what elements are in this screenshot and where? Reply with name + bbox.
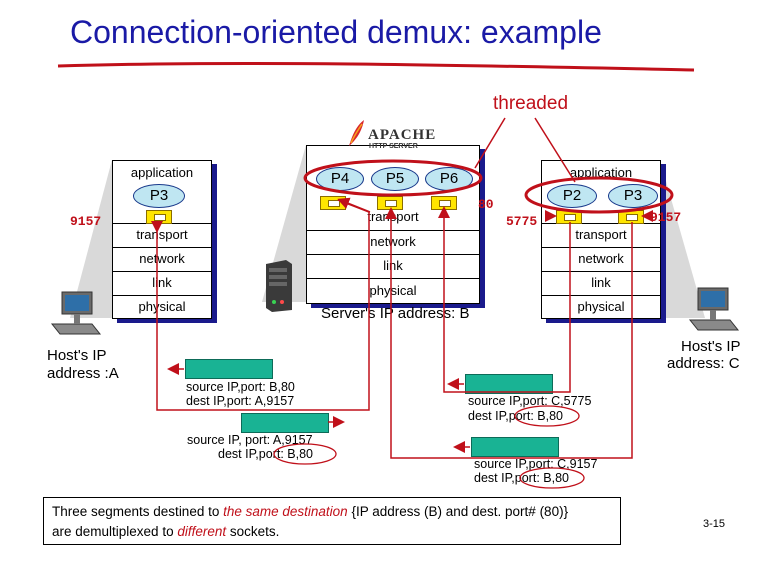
layer-physical: physical — [307, 278, 479, 303]
layer-physical: physical — [113, 295, 211, 318]
host-a-caption-line2: address :A — [47, 365, 119, 382]
slide-title: Connection-oriented demux: example — [70, 14, 602, 50]
apache-logo-text: APACHE — [368, 127, 437, 143]
host-a-socket — [146, 210, 172, 224]
server-socket-p4 — [320, 196, 346, 210]
layer-network: network — [113, 247, 211, 270]
segment-3-line2: dest IP,port: B,80 — [468, 409, 563, 423]
layer-application: application — [130, 165, 194, 180]
layer-application: application — [569, 165, 633, 180]
segment-1-line1: source IP,port: B,80 — [186, 380, 295, 394]
host-c-port-left: 5775 — [506, 214, 538, 229]
segment-2-line1: source IP, port: A,9157 — [187, 433, 313, 447]
segment-3-dest-prefix: dest IP, — [468, 409, 509, 423]
layer-network: network — [307, 230, 479, 253]
segment-1-line2: dest IP,port: A,9157 — [186, 394, 295, 408]
summary-note: Three segments destined to the same dest… — [43, 497, 621, 545]
layer-transport: transport — [113, 223, 211, 246]
layer-link: link — [113, 271, 211, 294]
host-c-caption-line1: Host's IP — [681, 338, 741, 355]
host-c-port-right: 9157 — [650, 210, 682, 225]
note-part5: different — [177, 524, 227, 539]
note-part2: the same destination — [223, 504, 348, 519]
segment-4-dest-port: port: B,80 — [514, 471, 569, 485]
host-c-caption-line2: address: C — [667, 355, 740, 372]
host-c-socket-9157 — [618, 210, 644, 224]
segment-3-line1: source IP,port: C,5775 — [468, 394, 592, 408]
computer-a-icon — [50, 291, 102, 335]
host-c-stack: application transport network link physi… — [541, 160, 661, 319]
segment-4-line2: dest IP,port: B,80 — [474, 471, 569, 485]
layer-link: link — [542, 271, 660, 294]
layer-network: network — [542, 247, 660, 270]
note-part6: sockets. — [226, 524, 280, 539]
segment-2-dest-prefix: dest IP, — [218, 447, 259, 461]
computer-c-icon — [688, 287, 740, 331]
segment-1-box — [185, 359, 273, 379]
note-part3: {IP address (B) and dest. port# (80)} — [347, 504, 569, 519]
note-part1: Three segments destined to — [52, 504, 224, 519]
server-icon — [266, 260, 292, 312]
host-a-caption-line1: Host's IP — [47, 347, 107, 364]
server-socket-p6 — [431, 196, 457, 210]
threaded-label: threaded — [493, 93, 569, 114]
segment-4-line1: source IP,port: C,9157 — [474, 457, 598, 471]
note-part4: are demultiplexed to — [52, 524, 178, 539]
server-process-p5: P5 — [371, 167, 419, 191]
server-process-p6: P6 — [425, 167, 473, 191]
layer-physical: physical — [542, 295, 660, 318]
host-a-process: P3 — [133, 184, 185, 208]
segment-4-dest-prefix: dest IP, — [474, 471, 515, 485]
apache-logo-subtext: HTTP SERVER — [369, 143, 418, 150]
apache-feather-icon — [349, 120, 364, 146]
segment-4-box — [471, 437, 559, 457]
slide-number: 3-15 — [703, 518, 726, 530]
server-port: 80 — [478, 197, 494, 212]
segment-2-box — [241, 413, 329, 433]
layer-link: link — [307, 254, 479, 277]
server-socket-p5 — [377, 196, 403, 210]
segment-2-line2: dest IP,port: B,80 — [218, 447, 313, 461]
server-process-p4: P4 — [316, 167, 364, 191]
segment-3-box — [465, 374, 553, 394]
segment-3-dest-port: port: B,80 — [508, 409, 563, 423]
host-c-process-p3: P3 — [608, 184, 658, 208]
server-caption: Server's IP address: B — [321, 305, 470, 322]
layer-transport: transport — [542, 223, 660, 246]
segment-2-dest-port: port: B,80 — [258, 447, 313, 461]
host-c-process-p2: P2 — [547, 184, 597, 208]
host-a-port: 9157 — [70, 214, 102, 229]
host-c-socket-5775 — [556, 210, 582, 224]
